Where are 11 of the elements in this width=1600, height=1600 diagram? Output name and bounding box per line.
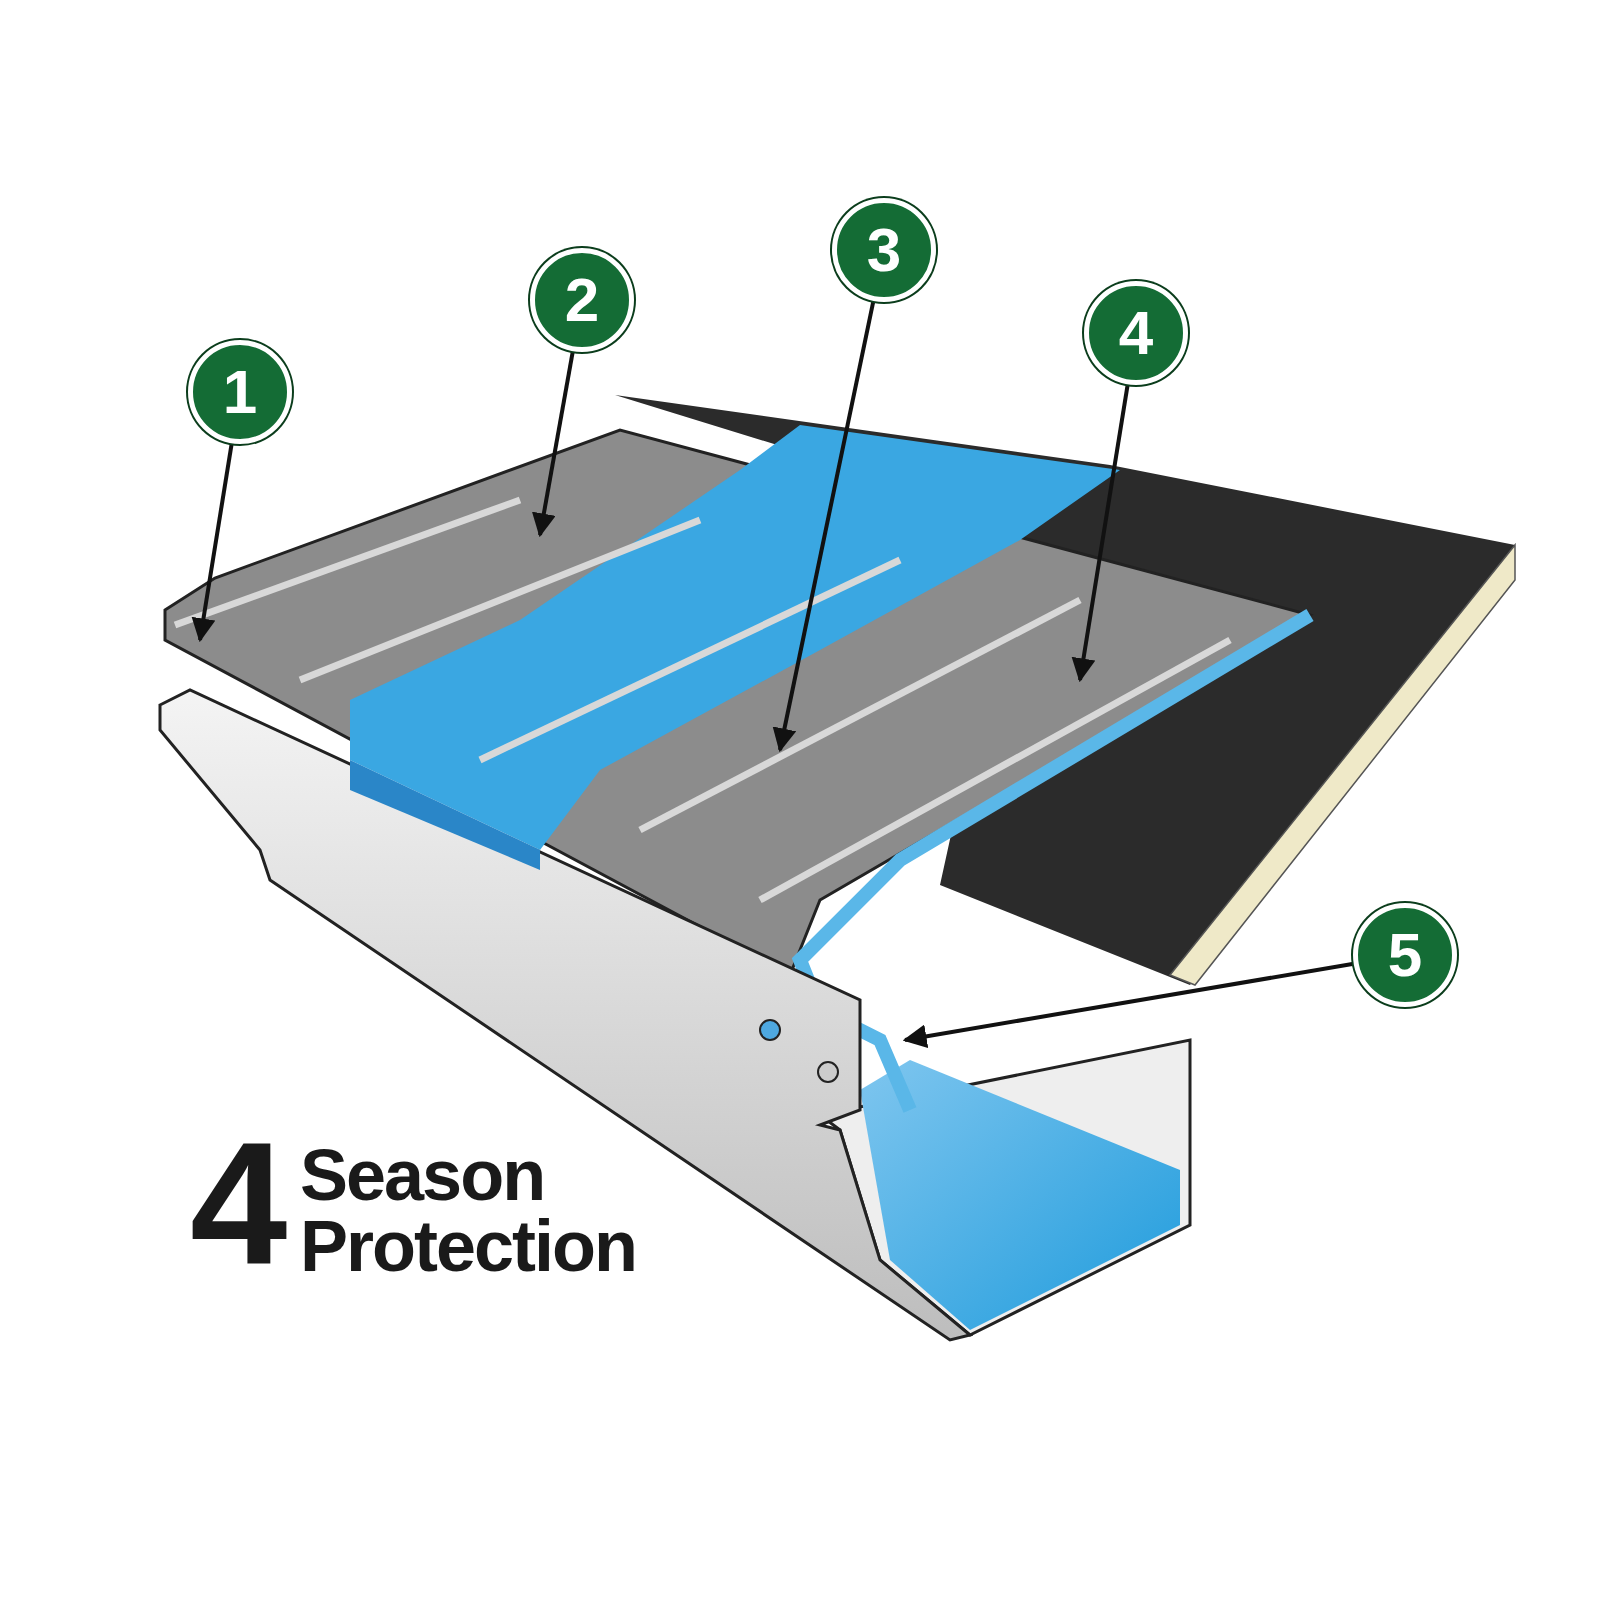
- leader-arrow: [532, 350, 575, 538]
- leader-arrow: [1071, 384, 1130, 683]
- leader-arrow: [772, 300, 876, 753]
- callout-number: 5: [1353, 903, 1457, 1007]
- callout-number: 3: [832, 198, 936, 302]
- heading-text: Season Protection: [300, 1140, 638, 1282]
- leader-arrow: [191, 443, 234, 643]
- heading-number: 4: [190, 1115, 289, 1290]
- callout-number: 2: [530, 248, 634, 352]
- callout-number: 1: [188, 340, 292, 444]
- callout-number: 4: [1084, 281, 1188, 385]
